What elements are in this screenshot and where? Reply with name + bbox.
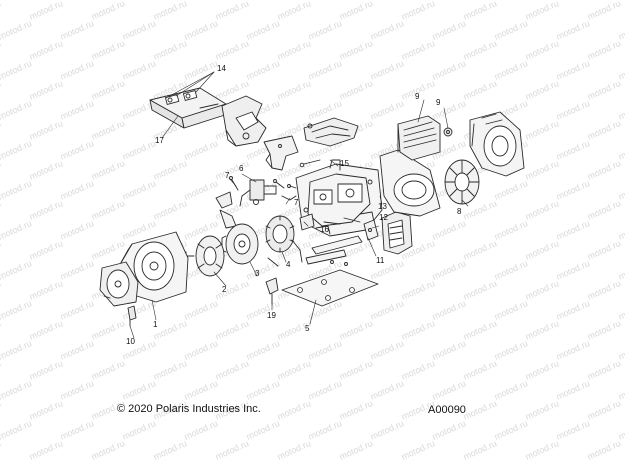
- screw-part: [303, 159, 321, 165]
- watermark-text: motod.ru: [617, 378, 625, 402]
- bracket-plate-part: [305, 219, 379, 266]
- nut-part: [443, 127, 453, 137]
- callout-15: 15: [340, 159, 349, 168]
- callout-4: 4: [286, 260, 291, 269]
- watermark-text: motod.ru: [617, 18, 625, 42]
- leader-lines: [129, 71, 469, 339]
- watermark-text: motod.ru: [617, 258, 625, 282]
- key-part: [267, 257, 279, 267]
- starter-handle-part: [127, 305, 137, 327]
- callout-11: 10: [126, 337, 135, 346]
- callout-5: 5: [305, 324, 310, 333]
- callout-3: 3: [255, 269, 260, 278]
- fan-shroud-part: [469, 111, 525, 177]
- watermark-text: motod.ru: [617, 0, 625, 2]
- coil-bracket-part: [215, 191, 237, 229]
- callout-2: 2: [222, 285, 227, 294]
- mounting-bracket-part: [263, 135, 299, 171]
- gasket-part: [299, 213, 331, 235]
- watermark-text: motod.ru: [617, 218, 625, 242]
- screw-head-part: [299, 162, 305, 168]
- callout-19: 19: [267, 311, 276, 320]
- screws-part: [229, 176, 297, 201]
- callout-10: 9: [436, 98, 441, 107]
- callout-8: 8: [457, 207, 462, 216]
- cooling-fan-part: [444, 159, 480, 205]
- air-filter-part: [397, 115, 441, 161]
- watermark-text: motod.ru: [617, 418, 625, 442]
- copyright-text: © 2020 Polaris Industries Inc.: [117, 403, 261, 415]
- starter-pulley-part: [179, 235, 225, 277]
- callout-13: 12: [379, 213, 388, 222]
- ignition-coil-part: [239, 179, 277, 207]
- watermark-text: motod.ru: [617, 338, 625, 362]
- watermark-text: motod.ru: [617, 58, 625, 82]
- air-box-part: [221, 95, 267, 147]
- callout-18: 17: [155, 136, 164, 145]
- callout-12: 11: [376, 256, 385, 265]
- blower-housing-part: [379, 149, 441, 217]
- base-plate-part: [281, 269, 379, 307]
- watermark-text: motod.ru: [617, 298, 625, 322]
- air-cleaner-cover-part: [149, 87, 229, 129]
- flywheel-part: [221, 223, 259, 265]
- callout-14: 13: [378, 202, 387, 211]
- callout-9: 9: [415, 92, 420, 101]
- heat-shield-part: [303, 117, 359, 147]
- engine-block-part: [295, 159, 383, 237]
- watermark-text: motod.ru: [617, 178, 625, 202]
- sensor-part: [265, 277, 279, 305]
- callout-6: 6: [239, 164, 244, 173]
- watermark-text: motod.ru: [617, 138, 625, 162]
- callout-1: 1: [153, 320, 158, 329]
- callout-17: 16: [320, 225, 329, 234]
- stator-part: [265, 215, 303, 263]
- callout-7-upper: 7: [225, 171, 230, 180]
- recoil-cover-part: [99, 261, 139, 307]
- callout-7-lower: 7: [294, 198, 299, 207]
- figure-id: A00090: [428, 404, 466, 416]
- watermark-text: motod.ru: [617, 98, 625, 122]
- callout-16: 14: [217, 64, 226, 73]
